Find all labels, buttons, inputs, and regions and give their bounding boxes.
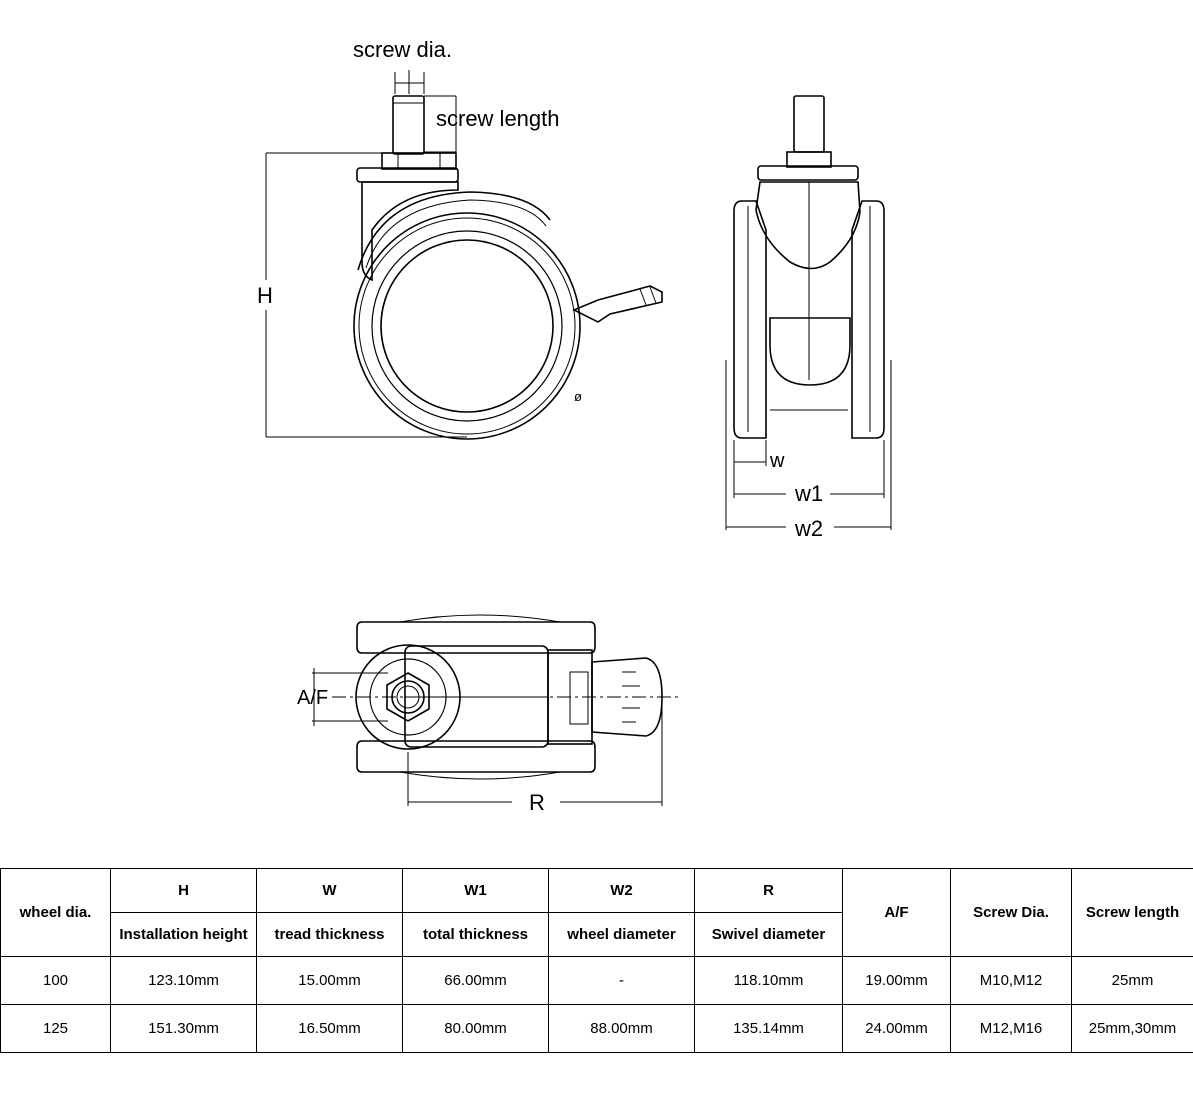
front-fork bbox=[755, 181, 861, 270]
cell-H: 123.10mm bbox=[110, 956, 257, 1005]
top-view-dimensions bbox=[312, 668, 678, 806]
wheel-outer bbox=[353, 212, 581, 440]
screw-stem bbox=[392, 95, 425, 155]
table-header-row: wheel dia. H W W1 W2 R A/F Screw Dia. Sc… bbox=[0, 868, 1193, 957]
subheader-W2: wheel diameter bbox=[548, 912, 695, 957]
front-screw-stem bbox=[793, 95, 825, 153]
front-axle-housing bbox=[769, 317, 851, 386]
cell-W: 15.00mm bbox=[256, 956, 403, 1005]
cell-screw-dia: M12,M16 bbox=[950, 1004, 1072, 1053]
header-W1: W1 bbox=[402, 868, 549, 913]
cell-W2: - bbox=[548, 956, 695, 1005]
label-phi: ø bbox=[574, 389, 582, 404]
wheel-hood bbox=[357, 191, 551, 271]
header-R: R bbox=[694, 868, 843, 913]
brake-lever bbox=[572, 285, 663, 323]
cell-wheel-dia: 125 bbox=[0, 1004, 111, 1053]
top-wheel-lower bbox=[356, 740, 596, 773]
header-W2: W2 bbox=[548, 868, 695, 913]
cell-screw-dia: M10,M12 bbox=[950, 956, 1072, 1005]
side-view-dimensions bbox=[265, 70, 467, 438]
header-AF: A/F bbox=[842, 868, 951, 957]
header-screw-dia: Screw Dia. bbox=[950, 868, 1072, 957]
wheel-hub-ring bbox=[371, 230, 563, 422]
caster-technical-drawing: screw dia. screw length H ø w w1 w2 bbox=[257, 37, 892, 815]
side-view bbox=[353, 95, 663, 440]
header-wheel-dia: wheel dia. bbox=[0, 868, 111, 957]
cell-W1: 80.00mm bbox=[402, 1004, 549, 1053]
label-R: R bbox=[529, 790, 545, 815]
subheader-R: Swivel diameter bbox=[694, 912, 843, 957]
cell-W1: 66.00mm bbox=[402, 956, 549, 1005]
cell-W2: 88.00mm bbox=[548, 1004, 695, 1053]
top-plate bbox=[356, 167, 459, 183]
cell-AF: 19.00mm bbox=[842, 956, 951, 1005]
cell-W: 16.50mm bbox=[256, 1004, 403, 1053]
top-hex-nut bbox=[386, 672, 430, 722]
front-view bbox=[733, 95, 885, 439]
front-hex-nut bbox=[786, 151, 832, 168]
spec-table: wheel dia. H W W1 W2 R A/F Screw Dia. Sc… bbox=[0, 868, 1193, 1053]
cell-screw-length: 25mm bbox=[1071, 956, 1193, 1005]
label-screw-dia: screw dia. bbox=[353, 37, 452, 62]
table-row: 125 151.30mm 16.50mm 80.00mm 88.00mm 135… bbox=[0, 1004, 1193, 1053]
left-wheel-half bbox=[733, 200, 767, 439]
hex-nut bbox=[381, 152, 457, 170]
header-H: H bbox=[110, 868, 257, 913]
right-wheel-half bbox=[851, 200, 885, 439]
wheel-hub bbox=[380, 239, 554, 413]
fork-body bbox=[361, 181, 459, 282]
label-H: H bbox=[257, 283, 273, 308]
cell-R: 118.10mm bbox=[694, 956, 843, 1005]
cell-R: 135.14mm bbox=[694, 1004, 843, 1053]
header-screw-length: Screw length bbox=[1071, 868, 1193, 957]
label-AF: A/F bbox=[297, 687, 328, 709]
subheader-H: Installation height bbox=[110, 912, 257, 957]
cell-wheel-dia: 100 bbox=[0, 956, 111, 1005]
table-subheader-row: Installation height tread thickness tota… bbox=[1, 912, 1193, 957]
top-wheel-upper bbox=[356, 621, 596, 654]
front-view-dimensions bbox=[725, 360, 892, 530]
label-w1: w1 bbox=[794, 481, 823, 506]
cell-AF: 24.00mm bbox=[842, 1004, 951, 1053]
header-W: W bbox=[256, 868, 403, 913]
label-screw-length: screw length bbox=[436, 106, 560, 131]
label-w2: w2 bbox=[794, 516, 823, 541]
cell-screw-length: 25mm,30mm bbox=[1071, 1004, 1193, 1053]
label-w: w bbox=[769, 450, 785, 472]
cell-H: 151.30mm bbox=[110, 1004, 257, 1053]
table-row: 100 123.10mm 15.00mm 66.00mm - 118.10mm … bbox=[0, 956, 1193, 1005]
subheader-W: tread thickness bbox=[256, 912, 403, 957]
subheader-W1: total thickness bbox=[402, 912, 549, 957]
front-top-plate bbox=[757, 165, 859, 181]
